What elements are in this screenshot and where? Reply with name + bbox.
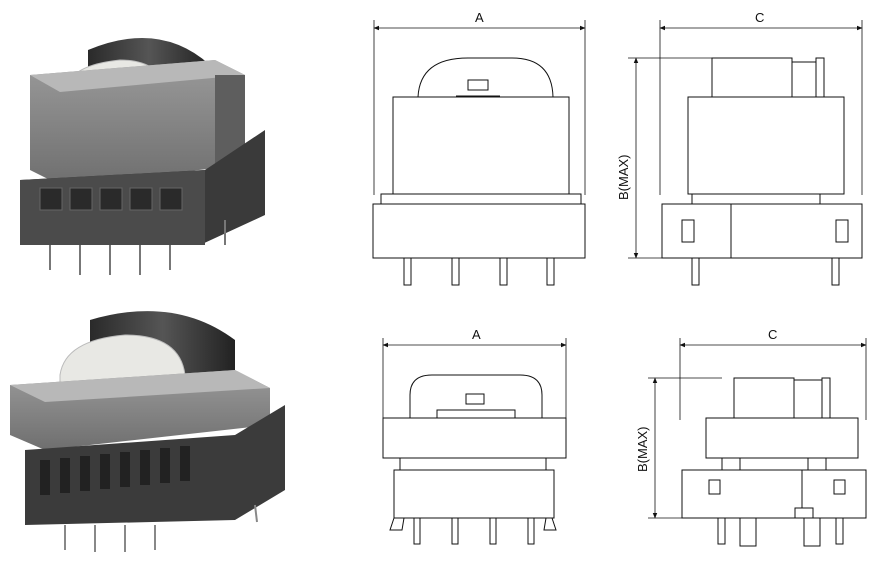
transformer-photo-bottom: [10, 311, 285, 552]
transformer-photo-top: [20, 38, 265, 275]
bottom-front-width-label: A: [472, 327, 481, 342]
top-side-height-label: B(MAX): [616, 155, 631, 201]
bottom-side-height-label: B(MAX): [635, 427, 650, 473]
bottom-side-view: C B(MAX): [635, 327, 867, 547]
top-front-width-label: A: [475, 10, 484, 25]
top-side-view: C B(MAX): [616, 10, 863, 286]
top-front-view: A: [372, 10, 586, 286]
bottom-front-view: A: [382, 327, 567, 545]
top-side-width-label: C: [755, 10, 764, 25]
bottom-side-width-label: C: [768, 327, 777, 342]
